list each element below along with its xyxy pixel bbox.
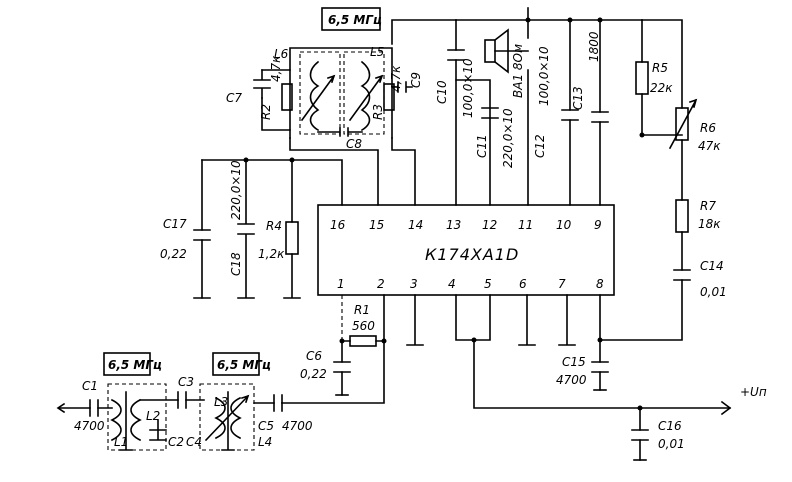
- label-r2: R2: [259, 104, 273, 120]
- pin-15: 15: [369, 218, 384, 232]
- pin-16: 16: [330, 218, 346, 232]
- pin-4: 4: [448, 277, 456, 291]
- label-ba1: BA1 8Ом: [511, 44, 525, 98]
- freq-box-right: 6,5 МГц: [217, 358, 271, 372]
- label-c13-value: 1800: [587, 31, 601, 62]
- pin-2: 2: [377, 277, 385, 291]
- label-c10: C10: [435, 80, 449, 104]
- label-c1-value: 4700: [74, 419, 105, 433]
- label-c16: C16: [658, 419, 682, 433]
- label-c8: C8: [346, 137, 362, 151]
- label-l3: L3: [214, 395, 228, 409]
- ic-k174xa1d: К174ХА1D 16 15 14 13 12 11 10 9 1 2 3 4 …: [317, 204, 615, 296]
- pin-grounds: [406, 294, 576, 346]
- label-c9: C9: [409, 72, 423, 88]
- label-c14-value: 0,01: [700, 285, 727, 299]
- label-r5: R5: [652, 61, 668, 75]
- supply-label: +Uп: [740, 385, 767, 399]
- label-l4: L4: [258, 435, 272, 449]
- label-r4: R4: [266, 219, 282, 233]
- pin-11: 11: [518, 218, 533, 232]
- pin8-c15: [591, 294, 609, 391]
- pin-6: 6: [519, 277, 527, 291]
- pin-3: 3: [410, 277, 418, 291]
- label-l1: L1: [114, 435, 128, 449]
- label-r5-value: 22к: [650, 81, 673, 95]
- r6-potentiometer: [599, 19, 698, 341]
- labels: C7 R2 4,7к L6 L5 C8 R3 4,7к C9 C10 100,0…: [74, 31, 727, 451]
- label-c13: C13: [571, 86, 585, 110]
- label-c15-value: 4700: [556, 373, 587, 387]
- pin-1: 1: [337, 277, 345, 291]
- label-c1: C1: [82, 379, 98, 393]
- ic-label: К174ХА1D: [425, 245, 519, 264]
- left-column: [193, 157, 343, 299]
- label-c17: C17: [163, 217, 187, 231]
- pin-10: 10: [556, 218, 572, 232]
- label-r7-value: 18к: [698, 217, 721, 231]
- label-r7: R7: [700, 199, 716, 213]
- input-network: [281, 294, 387, 404]
- top-filter: 6,5 МГц: [253, 7, 457, 206]
- label-c18-value: 220,0×10: [229, 160, 243, 220]
- label-c2: C2: [168, 435, 184, 449]
- label-r2-value: 4,7к: [269, 55, 283, 82]
- label-c18: C18: [229, 252, 243, 276]
- bottom-filters: 6,5 МГц 6,5 МГц: [56, 352, 283, 451]
- pin-8: 8: [596, 277, 604, 291]
- label-c11-value: 220,0×10: [501, 108, 515, 168]
- label-r4-value: 1,2к: [258, 247, 285, 261]
- label-c5-value: 4700: [282, 419, 313, 433]
- pin-14: 14: [408, 218, 423, 232]
- label-c14: C14: [700, 259, 724, 273]
- top-rail: [447, 7, 683, 206]
- pin-7: 7: [558, 277, 566, 291]
- label-c17-value: 0,22: [160, 247, 187, 261]
- label-l5: L5: [370, 45, 384, 59]
- label-l2: L2: [146, 409, 160, 423]
- freq-box-left: 6,5 МГц: [108, 358, 162, 372]
- pin-9: 9: [594, 218, 602, 232]
- label-c6-value: 0,22: [300, 367, 327, 381]
- label-r6: R6: [700, 121, 716, 135]
- label-r3-value: 4,7к: [389, 65, 403, 92]
- label-c5: C5: [258, 419, 274, 433]
- label-c4: C4: [186, 435, 202, 449]
- label-r1: R1: [354, 303, 370, 317]
- label-c6: C6: [306, 349, 322, 363]
- label-c16-value: 0,01: [658, 437, 685, 451]
- label-r3: R3: [371, 104, 385, 120]
- supply-line: +Uп: [455, 294, 767, 461]
- pin-12: 12: [482, 218, 497, 232]
- label-c11: C11: [475, 134, 489, 158]
- label-l6: L6: [274, 47, 289, 61]
- label-r6-value: 47к: [698, 139, 721, 153]
- label-c15: C15: [562, 355, 586, 369]
- label-c7: C7: [226, 91, 242, 105]
- pin-13: 13: [446, 218, 461, 232]
- label-c10-value: 100,0×10: [461, 58, 475, 118]
- freq-box-top: 6,5 МГц: [328, 13, 382, 27]
- label-c3: C3: [178, 375, 194, 389]
- label-c12: C12: [533, 134, 547, 158]
- label-r1-value: 560: [352, 319, 375, 333]
- pin-5: 5: [484, 277, 492, 291]
- label-c12-value: 100,0×10: [537, 46, 551, 106]
